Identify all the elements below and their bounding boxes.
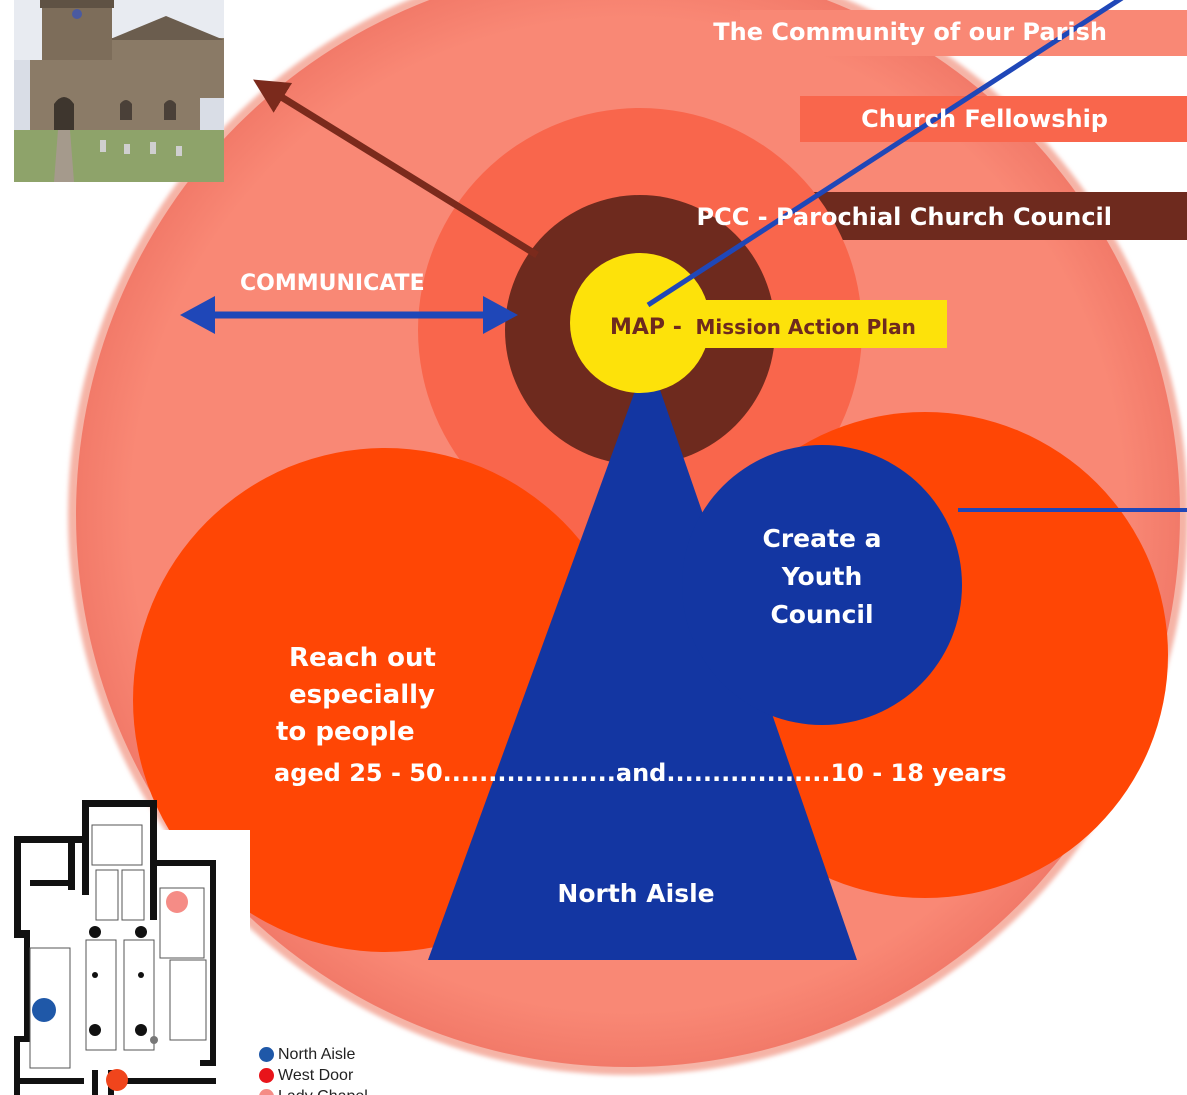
legend-dot-icon	[259, 1047, 274, 1062]
legend-dot-icon	[259, 1089, 274, 1095]
communicate-label: COMMUNICATE	[240, 271, 425, 296]
north-aisle-label: North Aisle	[557, 879, 714, 908]
youth-council-circle	[682, 445, 962, 725]
legend-item-west-door: West Door	[259, 1065, 368, 1086]
plan-lady-chapel-marker	[166, 891, 188, 913]
community-label: The Community of our Parish	[713, 18, 1107, 46]
fellowship-label: Church Fellowship	[861, 105, 1108, 133]
ages-and: and	[616, 759, 666, 787]
legend-label: Lady Chapel	[278, 1086, 368, 1095]
pcc-label: PCC - Parochial Church Council	[696, 203, 1112, 231]
ages-dots-1: ...................	[443, 759, 616, 787]
ages-adults: aged 25 - 50	[274, 759, 443, 787]
youth-line-2: Youth	[781, 562, 863, 591]
map-connector-line	[646, 0, 1124, 308]
communicate-arrow	[180, 296, 518, 334]
map-label: MAP - Mission Action Plan	[610, 315, 916, 340]
plan-west-door-marker	[106, 1069, 128, 1091]
floor-plan	[0, 800, 250, 1095]
church-photo	[14, 0, 224, 182]
legend-dot-icon	[259, 1068, 274, 1083]
youth-line-3: Council	[770, 600, 873, 629]
north-aisle-triangle	[428, 355, 857, 960]
ages-dots-2: ..................	[666, 759, 830, 787]
reach-line-2: especially	[289, 680, 435, 710]
reach-line-1: Reach out	[289, 643, 436, 673]
plan-north-aisle-marker	[32, 998, 56, 1022]
floor-plan-legend: North Aisle West Door Lady Chapel	[259, 1044, 368, 1095]
fellowship-band	[800, 96, 1187, 142]
map-label-strong: MAP -	[610, 315, 682, 340]
ages-line: aged 25 - 50...................and......…	[274, 759, 1007, 787]
legend-label: North Aisle	[278, 1046, 356, 1063]
map-label-box	[660, 300, 947, 348]
map-label-rest: Mission Action Plan	[696, 315, 916, 339]
youth-line-1: Create a	[763, 524, 882, 553]
reach-line-3: to people	[276, 717, 415, 747]
legend-item-north-aisle: North Aisle	[259, 1044, 368, 1065]
legend-item-lady-chapel: Lady Chapel	[259, 1086, 368, 1095]
community-band	[740, 10, 1187, 56]
legend-label: West Door	[278, 1067, 354, 1084]
church-arrow	[253, 79, 539, 258]
ages-youth: 10 - 18 years	[830, 759, 1006, 787]
